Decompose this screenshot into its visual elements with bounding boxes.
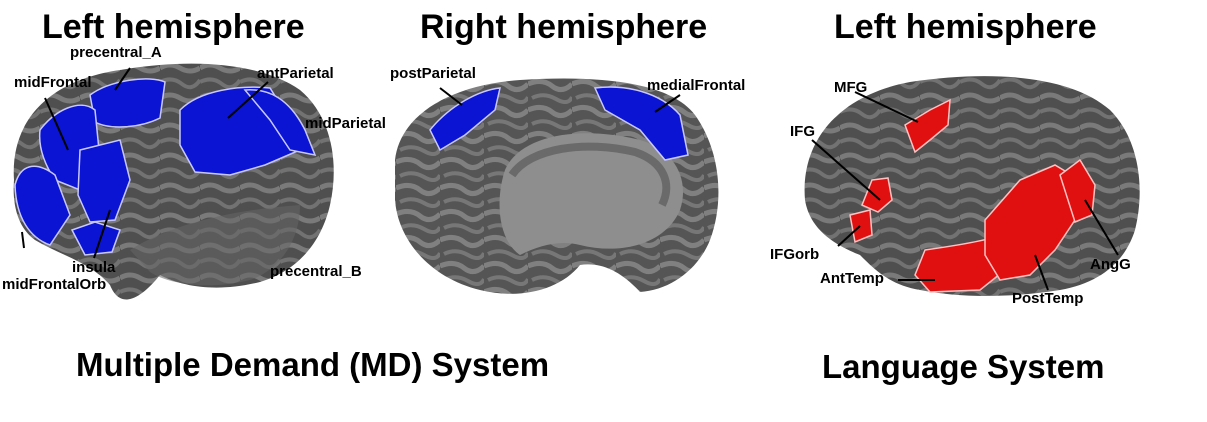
label-postparietal: postParietal bbox=[390, 65, 476, 82]
caption-language-system: Language System bbox=[822, 348, 1105, 385]
label-insula: insula bbox=[72, 259, 116, 276]
label-midparietal: midParietal bbox=[305, 115, 386, 132]
label-midfrontalorb: midFrontalOrb bbox=[2, 276, 107, 293]
title-right-hemisphere: Right hemisphere bbox=[420, 8, 708, 46]
label-ifg: IFG bbox=[790, 123, 815, 140]
caption-md-system: Multiple Demand (MD) System bbox=[76, 346, 550, 383]
label-ifgorb: IFGorb bbox=[770, 246, 820, 263]
label-precentral-a: precentral_A bbox=[70, 44, 162, 61]
label-precentral-b: precentral_B bbox=[270, 263, 362, 280]
label-medialfrontal: medialFrontal bbox=[647, 77, 746, 94]
label-antparietal: antParietal bbox=[257, 65, 334, 82]
label-posttemp: PostTemp bbox=[1012, 290, 1084, 307]
label-angg: AngG bbox=[1090, 256, 1131, 273]
title-left-hemisphere-md: Left hemisphere bbox=[42, 8, 305, 46]
label-anttemp: AntTemp bbox=[820, 270, 884, 287]
label-midfrontal: midFrontal bbox=[14, 74, 92, 91]
label-mfg: MFG bbox=[834, 79, 868, 96]
title-left-hemisphere-language: Left hemisphere bbox=[834, 8, 1097, 46]
